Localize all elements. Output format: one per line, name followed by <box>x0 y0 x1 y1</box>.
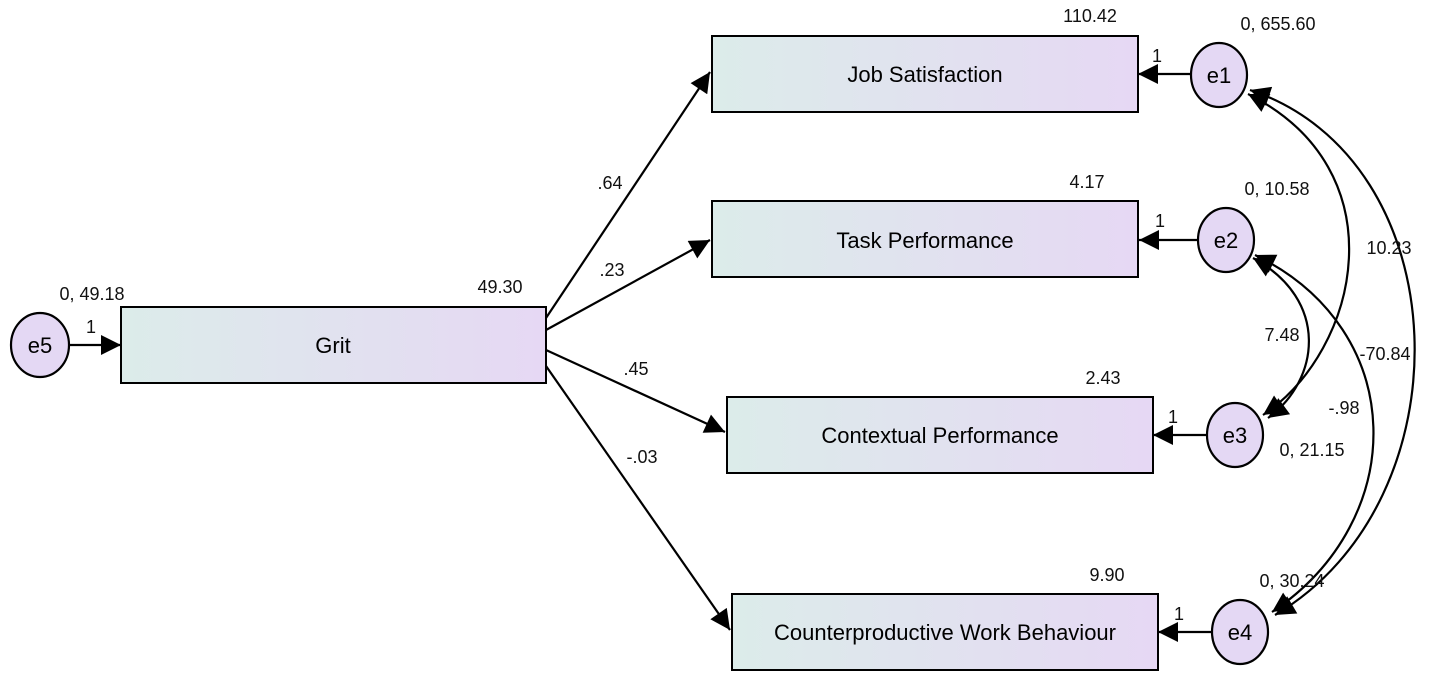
path-grit-job <box>545 71 711 319</box>
weight-e1: 1 <box>1152 46 1162 66</box>
cov-label-e1-e3: 10.23 <box>1366 238 1411 258</box>
error-label: e5 <box>28 333 52 358</box>
node-label: Job Satisfaction <box>847 62 1002 87</box>
weight-e3: 1 <box>1168 407 1178 427</box>
error-e3: e3 0, 21.15 <box>1205 401 1345 469</box>
node-intercept: 110.42 <box>1063 6 1117 26</box>
error-label: e1 <box>1207 63 1231 88</box>
error-variance: 0, 655.60 <box>1240 14 1315 34</box>
cov-label-e2-e4: -.98 <box>1328 398 1359 418</box>
node-label: Grit <box>315 333 350 358</box>
cov-e1-e4 <box>1249 86 1416 616</box>
error-label: e2 <box>1214 228 1238 253</box>
node-counterproductive-work-behaviour: Counterproductive Work Behaviour 9.90 <box>731 565 1159 671</box>
path-grit-ctx <box>545 348 726 434</box>
error-e1: e1 0, 655.60 <box>1189 14 1316 109</box>
node-task-performance: Task Performance 4.17 <box>711 172 1139 278</box>
node-intercept: 49.30 <box>477 277 522 297</box>
cov-label-e1-e4: -70.84 <box>1359 344 1410 364</box>
path-grit-task <box>545 239 711 331</box>
error-e4: e4 0, 30.24 <box>1210 571 1325 666</box>
error-label: e3 <box>1223 423 1247 448</box>
node-intercept: 9.90 <box>1089 565 1124 585</box>
error-label: e4 <box>1228 620 1252 645</box>
weight-e2: 1 <box>1155 211 1165 231</box>
weight-e4: 1 <box>1174 604 1184 624</box>
error-variance: 0, 21.15 <box>1279 440 1344 460</box>
coef-grit-ctx: .45 <box>623 359 648 379</box>
error-variance: 0, 49.18 <box>59 284 124 304</box>
cov-label-e2-e3: 7.48 <box>1264 325 1299 345</box>
error-e2: e2 0, 10.58 <box>1196 179 1310 274</box>
node-grit: Grit 49.30 <box>120 277 547 384</box>
node-label: Task Performance <box>836 228 1013 253</box>
node-intercept: 4.17 <box>1069 172 1104 192</box>
cov-e2-e4 <box>1254 254 1375 613</box>
coef-grit-task: .23 <box>599 260 624 280</box>
path-grit-cwb <box>545 365 731 631</box>
node-label: Counterproductive Work Behaviour <box>774 620 1116 645</box>
weight-e5: 1 <box>86 317 96 337</box>
error-variance: 0, 30.24 <box>1259 571 1324 591</box>
coef-grit-cwb: -.03 <box>626 447 657 467</box>
error-e5: e5 0, 49.18 <box>9 284 125 379</box>
error-variance: 0, 10.58 <box>1244 179 1309 199</box>
node-label: Contextual Performance <box>821 423 1058 448</box>
node-contextual-performance: Contextual Performance 2.43 <box>726 368 1154 474</box>
node-intercept: 2.43 <box>1085 368 1120 388</box>
node-job-satisfaction: Job Satisfaction 110.42 <box>711 6 1139 113</box>
coef-grit-job: .64 <box>597 173 622 193</box>
